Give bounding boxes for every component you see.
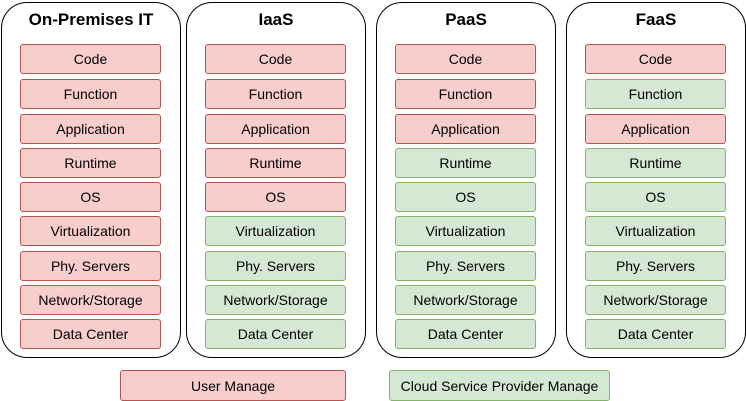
layer-application: Application xyxy=(585,114,726,144)
layer-function: Function xyxy=(395,79,536,109)
column-title: PaaS xyxy=(445,10,487,29)
layer-code: Code xyxy=(205,44,346,74)
layer-runtime: Runtime xyxy=(205,148,346,178)
layer-network-storage: Network/Storage xyxy=(395,285,536,315)
layer-application: Application xyxy=(205,114,346,144)
column-title: On-Premises IT xyxy=(28,10,154,29)
layer-code: Code xyxy=(20,44,161,74)
layer-phy-servers: Phy. Servers xyxy=(585,251,726,281)
layer-phy-servers: Phy. Servers xyxy=(20,251,161,281)
layer-code: Code xyxy=(585,44,726,74)
layer-data-center: Data Center xyxy=(205,319,346,349)
layer-application: Application xyxy=(395,114,536,144)
layer-os: OS xyxy=(205,182,346,212)
layer-data-center: Data Center xyxy=(20,319,161,349)
layer-virtualization: Virtualization xyxy=(395,216,536,246)
layer-network-storage: Network/Storage xyxy=(585,285,726,315)
legend-cloud-provider-manage: Cloud Service Provider Manage xyxy=(389,370,610,401)
layer-virtualization: Virtualization xyxy=(205,216,346,246)
layer-os: OS xyxy=(395,182,536,212)
layer-runtime: Runtime xyxy=(20,148,161,178)
legend-user-manage: User Manage xyxy=(120,370,346,401)
column-title: FaaS xyxy=(635,10,677,29)
layer-runtime: Runtime xyxy=(585,148,726,178)
layer-phy-servers: Phy. Servers xyxy=(205,251,346,281)
layer-os: OS xyxy=(585,182,726,212)
layer-virtualization: Virtualization xyxy=(585,216,726,246)
layer-data-center: Data Center xyxy=(395,319,536,349)
layer-code: Code xyxy=(395,44,536,74)
layer-phy-servers: Phy. Servers xyxy=(395,251,536,281)
layer-runtime: Runtime xyxy=(395,148,536,178)
layer-application: Application xyxy=(20,114,161,144)
layer-function: Function xyxy=(585,79,726,109)
layer-network-storage: Network/Storage xyxy=(20,285,161,315)
layer-virtualization: Virtualization xyxy=(20,216,161,246)
layer-network-storage: Network/Storage xyxy=(205,285,346,315)
layer-function: Function xyxy=(20,79,161,109)
layer-function: Function xyxy=(205,79,346,109)
layer-data-center: Data Center xyxy=(585,319,726,349)
column-title: IaaS xyxy=(258,10,294,29)
layer-os: OS xyxy=(20,182,161,212)
